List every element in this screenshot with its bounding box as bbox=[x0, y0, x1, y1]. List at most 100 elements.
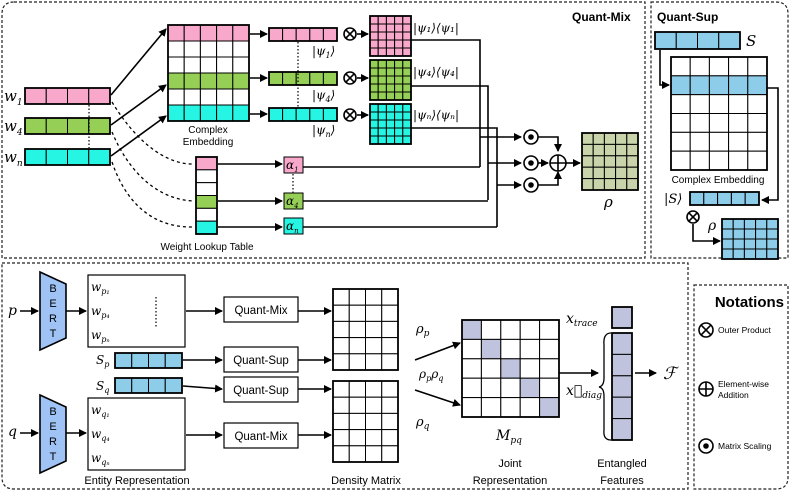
outer-product-1-cell bbox=[385, 15, 396, 25]
notations-title: Notations bbox=[715, 294, 784, 311]
bert-letter: B bbox=[49, 406, 56, 418]
sup-complex-embedding-cell bbox=[689, 113, 710, 133]
complex-embedding-cell bbox=[167, 88, 185, 106]
alpha-label: αn bbox=[286, 219, 299, 235]
x-diag-label: x⃗diag bbox=[566, 383, 602, 401]
sup-complex-embedding-cell bbox=[728, 56, 749, 77]
sp-vector bbox=[114, 352, 183, 369]
density-matrix-p-cell bbox=[381, 304, 399, 322]
density-matrix-q-cell bbox=[348, 380, 366, 398]
outer-product-1-cell bbox=[394, 39, 404, 49]
bert-letter: T bbox=[50, 328, 57, 340]
notation-add-label-2: Addition bbox=[718, 390, 749, 400]
outer1-label: |ψ₁⟩⟨ψ₁| bbox=[413, 21, 459, 35]
outer-product-4-cell bbox=[385, 75, 396, 85]
route-outer4 bbox=[411, 85, 489, 200]
wpn-label: wpₙ bbox=[91, 328, 110, 344]
density-matrix-p-cell bbox=[365, 304, 383, 322]
sup-complex-embedding-cell bbox=[689, 94, 710, 114]
density-matrix-q-cell bbox=[348, 396, 366, 414]
psi-vector-n-cell bbox=[322, 107, 338, 122]
dashed-w4-lookup bbox=[111, 131, 195, 202]
wqn-label: wqₙ bbox=[91, 451, 110, 467]
arrow-rhop-joint bbox=[414, 341, 461, 361]
density-matrix-p-cell bbox=[332, 304, 350, 322]
outer-product-1-cell bbox=[377, 39, 387, 49]
joint-matrix-cell bbox=[519, 358, 541, 379]
x-trace-cell-cell bbox=[611, 306, 633, 329]
joint-matrix-cell bbox=[461, 397, 482, 418]
matrix-scaling-icon bbox=[698, 438, 714, 454]
psi-vector-4-cell bbox=[282, 71, 297, 86]
sup-rho-matrix-border bbox=[721, 218, 779, 260]
outer-product-1 bbox=[369, 15, 412, 57]
sq-vector-cell bbox=[148, 377, 166, 394]
density-matrix-q-cell bbox=[381, 412, 399, 431]
outer-product-n-cell bbox=[394, 103, 404, 113]
outer-product-n-cell bbox=[385, 111, 396, 121]
complex-embedding-cell bbox=[232, 72, 250, 90]
outer-product-4-cell bbox=[394, 75, 404, 85]
rho-matrix-cell bbox=[581, 178, 594, 191]
sup-complex-embedding-cell bbox=[747, 113, 768, 133]
joint-matrix-cell bbox=[539, 319, 560, 340]
ket-s-vector-cell bbox=[744, 191, 760, 206]
outer-product-4-cell bbox=[394, 91, 404, 101]
word-vector-w1-cell bbox=[88, 87, 111, 105]
rho-matrix-cell bbox=[615, 143, 628, 157]
word-vector-w4-cell bbox=[24, 117, 47, 135]
bert-letter: E bbox=[49, 298, 56, 310]
density-matrix-p-cell bbox=[381, 337, 399, 355]
sup-rho-matrix-cell bbox=[743, 248, 757, 260]
outer-product-1-cell bbox=[394, 31, 404, 41]
sup-complex-embedding bbox=[670, 56, 768, 171]
word-vector-wn-cell bbox=[24, 148, 47, 166]
word-vector-w4-cell bbox=[45, 117, 68, 135]
outer-product-4-cell bbox=[385, 59, 396, 69]
outer-product-1-cell bbox=[369, 39, 379, 49]
psi-vector-1-cell bbox=[268, 27, 284, 42]
arrow-add1 bbox=[538, 136, 562, 152]
wp1-label: wp₁ bbox=[91, 280, 110, 296]
sup-rho-matrix-cell bbox=[755, 218, 768, 230]
word-vector-w4-cell bbox=[88, 117, 111, 135]
rho-matrix-cell bbox=[626, 178, 639, 191]
quant-sup-box-q: Quant-Sup bbox=[223, 376, 299, 403]
outer-product-4-cell bbox=[385, 83, 396, 93]
density-matrix-p-border bbox=[332, 288, 399, 371]
rho-matrix-border bbox=[581, 132, 639, 191]
entangled-label-2: Features bbox=[600, 475, 644, 487]
density-matrix-q-cell bbox=[365, 445, 383, 463]
density-matrix-p-cell bbox=[381, 288, 399, 306]
alpha-label: α1 bbox=[286, 158, 299, 174]
alpha-box-2: αn bbox=[283, 217, 304, 235]
quant-sup-panel bbox=[650, 1, 789, 259]
complex-embedding-cell bbox=[183, 56, 201, 74]
sp-vector-cell bbox=[164, 352, 183, 369]
joint-label-2: Representation bbox=[473, 475, 548, 487]
word-vector-wn-border bbox=[24, 148, 111, 166]
complex-embedding-border bbox=[167, 24, 250, 122]
matrix-scaling-icon bbox=[523, 177, 539, 193]
sup-rho-matrix-cell bbox=[721, 218, 734, 230]
outer-product-1-cell bbox=[385, 47, 396, 57]
element-wise-addition-icon bbox=[549, 154, 567, 172]
outer-product-1-cell bbox=[385, 23, 396, 33]
weight-lookup-table-cell bbox=[195, 195, 218, 209]
density-matrix-p-cell bbox=[365, 337, 383, 355]
complex-embedding-cell bbox=[183, 104, 201, 122]
outer-product-4-cell bbox=[369, 91, 379, 101]
sup-complex-embedding-cell bbox=[747, 94, 768, 114]
joint-matrix-cell bbox=[539, 338, 560, 360]
sup-complex-embedding-cell bbox=[708, 131, 730, 152]
arrow-to-sup-q bbox=[182, 384, 223, 393]
complex-embedding-cell bbox=[167, 56, 185, 74]
ket-s-vector-cell bbox=[730, 191, 746, 206]
sup-complex-embedding-cell bbox=[728, 113, 749, 133]
density-matrix-p-cell bbox=[381, 353, 399, 371]
arrow-embedding-ket bbox=[761, 87, 779, 204]
sup-rho-matrix-cell bbox=[755, 248, 768, 260]
lookup-label: Weight Lookup Table bbox=[160, 242, 253, 253]
density-matrix-p-cell bbox=[348, 337, 366, 355]
bert-letter: B bbox=[49, 283, 56, 295]
